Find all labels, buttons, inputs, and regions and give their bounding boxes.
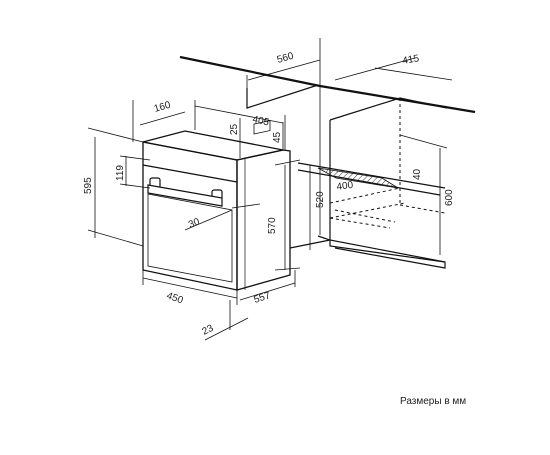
dim-400: 400 — [336, 180, 354, 193]
hidden-edges — [329, 98, 446, 229]
dim-560: 560 — [276, 51, 295, 66]
oven-control-panel-line — [142, 164, 238, 183]
dim-40: 40 — [412, 168, 423, 180]
dim-520: 520 — [315, 191, 326, 208]
dim-405: 405 — [251, 114, 270, 128]
dim-595: 595 — [83, 177, 94, 194]
units-caption: Размеры в мм — [400, 396, 467, 407]
dim-557: 557 — [253, 290, 273, 306]
dimension-labels: 560 415 160 405 25 45 595 119 30 570 520… — [83, 51, 455, 338]
dim-160: 160 — [153, 100, 172, 115]
dim-570: 570 — [267, 217, 278, 234]
oven-door-window — [147, 193, 233, 283]
oven-side — [236, 149, 291, 291]
countertop-edge-left — [179, 55, 321, 88]
dim-450: 450 — [165, 290, 185, 306]
niche-shelf-top — [297, 162, 446, 189]
dim-415: 415 — [402, 53, 421, 67]
niche-plinth — [317, 235, 446, 269]
dim-30: 30 — [187, 216, 202, 231]
oven-top — [142, 130, 284, 161]
cabinet-niche — [179, 55, 476, 269]
oven-side-bracket — [253, 120, 271, 135]
dim-119: 119 — [115, 165, 126, 181]
niche-top-left — [246, 84, 319, 109]
oven-handle — [147, 177, 223, 207]
vent-opening-hatch — [317, 167, 399, 189]
dim-23: 23 — [200, 323, 215, 338]
dim-45: 45 — [272, 131, 283, 143]
dim-600: 600 — [444, 189, 455, 206]
dim-25: 25 — [229, 123, 240, 135]
niche-top-back — [329, 97, 448, 121]
dimension-lines — [87, 38, 453, 341]
